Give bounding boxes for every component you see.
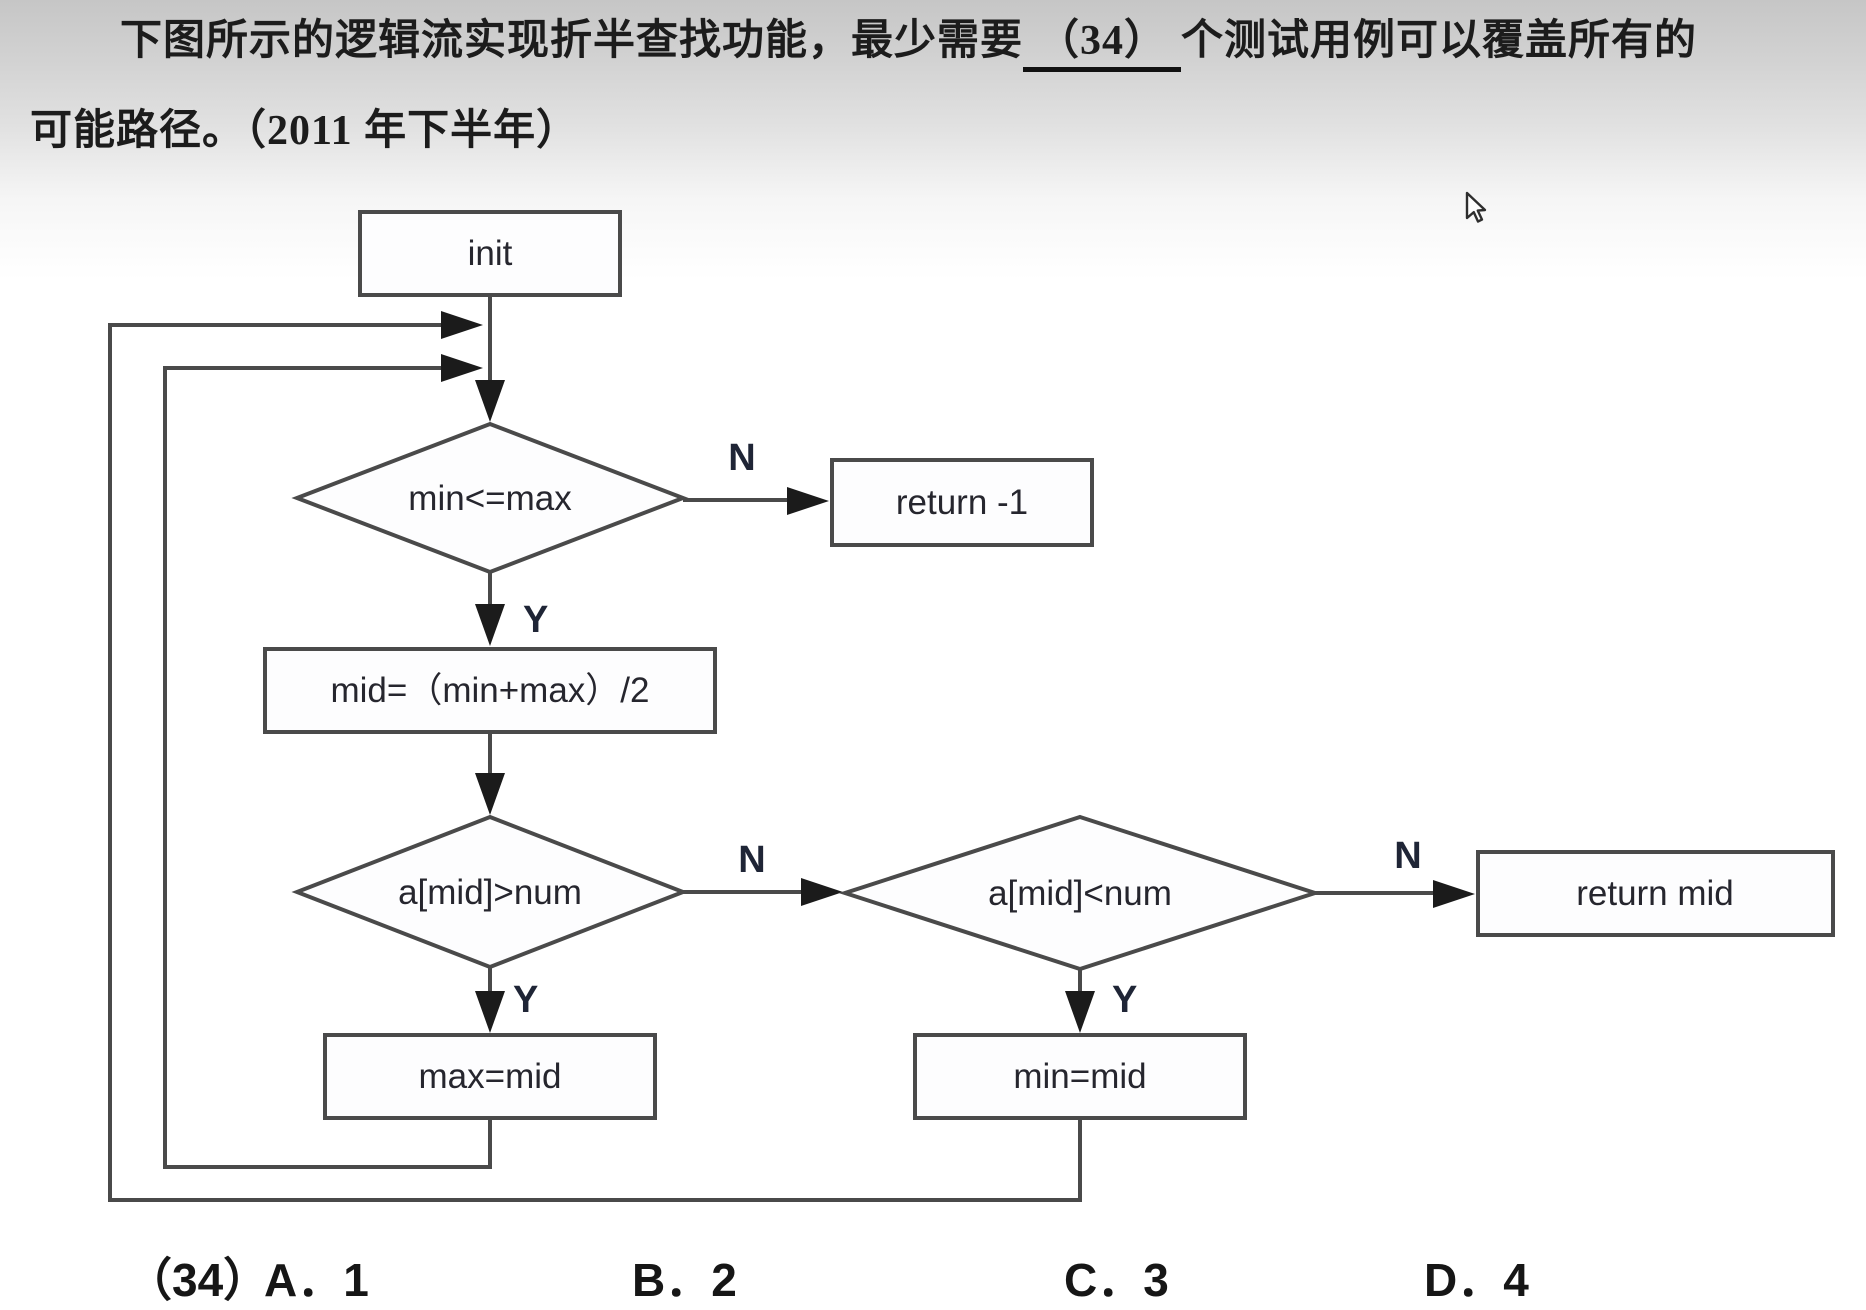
edge-cond3-yes	[1065, 969, 1095, 1033]
node-cond-greater-label: a[mid]>num	[398, 873, 582, 912]
question-line1-before: 下图所示的逻辑流实现折半查找功能，最少需要	[120, 18, 1024, 64]
node-cond-greater: a[mid]>num	[291, 814, 689, 970]
edge-loop-inner	[163, 354, 492, 1169]
edge-cond1-yes	[475, 572, 505, 646]
question-line2: 可能路径。（2011 年下半年）	[30, 108, 580, 154]
label-cond3-no: N	[1394, 835, 1421, 877]
node-assign-min: min=mid	[913, 1033, 1247, 1120]
node-assign-mid: mid=（min+max）/2	[263, 647, 717, 734]
node-return-neg1: return -1	[830, 458, 1094, 547]
label-cond1-no: N	[728, 437, 755, 479]
edge-mid-to-cond2	[475, 732, 505, 815]
answer-option-c: C．3	[1064, 1254, 1169, 1306]
answer-number: （34）	[126, 1254, 270, 1306]
node-cond-min-max: min<=max	[291, 421, 689, 575]
node-return-mid: return mid	[1476, 850, 1835, 937]
question-line1: 下图所示的逻辑流实现折半查找功能，最少需要（34）个测试用例可以覆盖所有的	[120, 6, 1697, 72]
edge-cond3-no	[1315, 880, 1475, 908]
mouse-cursor-icon	[1465, 191, 1487, 223]
edge-cond2-no	[683, 878, 843, 906]
node-assign-mid-label: mid=（min+max）/2	[331, 671, 650, 710]
node-cond-less: a[mid]<num	[838, 814, 1322, 972]
node-init-label: init	[468, 234, 513, 273]
question-blank-34: （34）	[1023, 6, 1182, 72]
node-return-mid-label: return mid	[1576, 874, 1734, 913]
edge-init-to-cond1	[475, 295, 505, 422]
node-cond-min-max-label: min<=max	[408, 479, 572, 518]
edge-loop-outer	[108, 311, 1082, 1202]
label-cond1-yes: Y	[523, 599, 548, 641]
label-cond2-yes: Y	[513, 979, 538, 1021]
answer-option-d: D．4	[1424, 1254, 1529, 1306]
edge-cond1-no	[683, 487, 829, 515]
answer-option-a: A．1	[264, 1254, 369, 1306]
edge-cond2-yes	[475, 967, 505, 1033]
node-init: init	[358, 210, 622, 297]
answer-option-b: B．2	[632, 1254, 737, 1306]
label-cond3-yes: Y	[1112, 979, 1137, 1021]
question-line1-after: 个测试用例可以覆盖所有的	[1181, 18, 1698, 64]
answer-row: （34） A．1 B．2 C．3 D．4	[0, 1244, 1866, 1306]
node-assign-max-label: max=mid	[419, 1057, 562, 1096]
label-cond2-no: N	[738, 839, 765, 881]
node-assign-min-label: min=mid	[1013, 1057, 1146, 1096]
node-cond-less-label: a[mid]<num	[988, 874, 1172, 913]
node-return-neg1-label: return -1	[896, 483, 1028, 522]
node-assign-max: max=mid	[323, 1033, 657, 1120]
